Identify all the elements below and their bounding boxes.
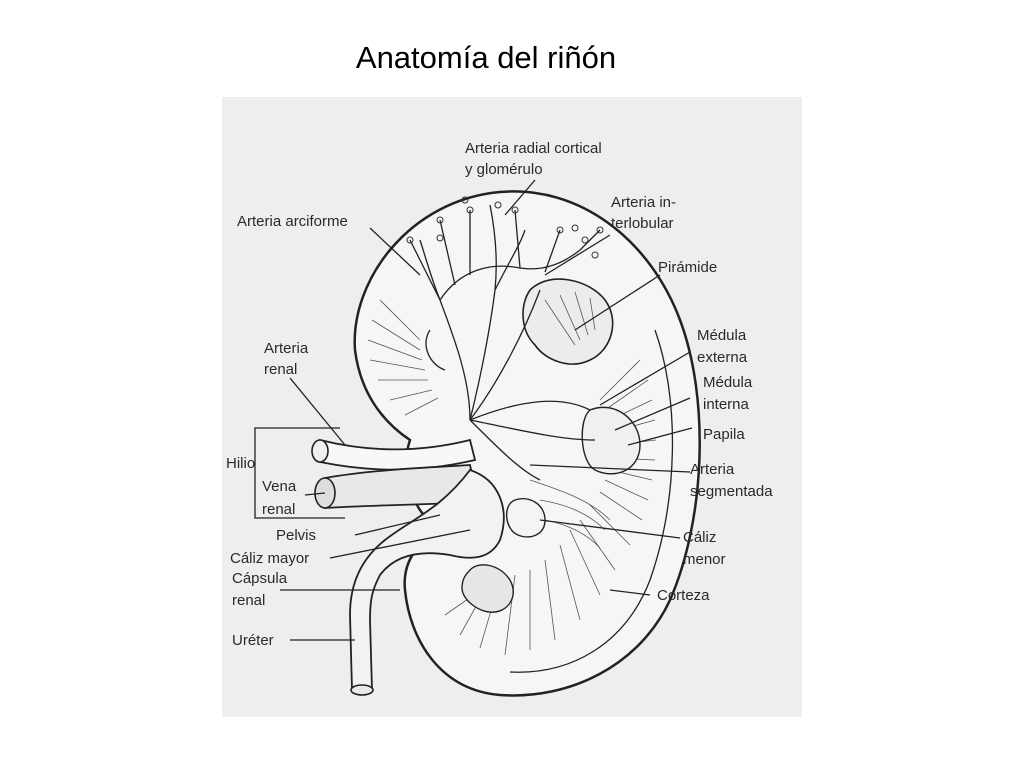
- label-arteria-radial-line2: y glomérulo: [465, 161, 543, 178]
- label-arteria-renal-line1: Arteria: [264, 340, 309, 357]
- minor-calyx: [506, 498, 546, 538]
- label-arteria-arciforme: Arteria arciforme: [237, 213, 348, 230]
- label-arteria-segmentada-line1: Arteria: [690, 461, 735, 478]
- cortex-inner-line: [509, 329, 674, 673]
- leader-lines: [280, 179, 693, 641]
- label-medula-externa-line1: Médula: [697, 327, 747, 344]
- label-caliz-menor-line1: Cáliz: [683, 529, 716, 546]
- slide-title: Anatomía del riñón: [0, 40, 1024, 76]
- label-arteria-interlobular-line2: terlobular: [611, 215, 674, 232]
- label-medula-interna-line2: interna: [703, 396, 750, 413]
- arterial-tree: [409, 204, 601, 481]
- label-arteria-renal-line2: renal: [264, 361, 297, 378]
- slide-title-text: Anatomía del riñón: [355, 40, 617, 75]
- label-hilio: Hilio: [226, 455, 255, 472]
- label-corteza: Corteza: [657, 587, 710, 604]
- label-vena-renal-line2: renal: [262, 501, 295, 518]
- label-caliz-menor-line2: menor: [683, 551, 726, 568]
- major-calyx: [461, 564, 514, 613]
- kidney-outline: [353, 190, 701, 697]
- label-capsula-renal-line1: Cápsula: [232, 570, 288, 587]
- label-capsula-renal-line2: renal: [232, 592, 265, 609]
- label-piramide: Pirámide: [658, 259, 717, 276]
- label-medula-interna-line1: Médula: [703, 374, 753, 391]
- label-vena-renal-line1: Vena: [262, 478, 297, 495]
- label-papila: Papila: [703, 426, 745, 443]
- label-pelvis: Pelvis: [276, 527, 316, 544]
- renal-pelvis: [349, 468, 505, 691]
- label-medula-externa-line2: externa: [697, 349, 748, 366]
- renal-artery: [319, 438, 477, 471]
- label-caliz-mayor: Cáliz mayor: [230, 550, 309, 567]
- renal-artery-opening: [311, 439, 329, 463]
- hilio-bracket: [254, 427, 345, 519]
- ureter-opening: [350, 684, 374, 696]
- label-ureter: Uréter: [232, 632, 274, 649]
- pyramid-striations: [544, 291, 596, 346]
- label-arteria-radial-line1: Arteria radial cortical: [465, 140, 602, 157]
- label-arteria-segmentada-line2: segmentada: [690, 483, 773, 500]
- label-arteria-interlobular-line1: Arteria in-: [611, 194, 676, 211]
- glomeruli: [406, 196, 604, 259]
